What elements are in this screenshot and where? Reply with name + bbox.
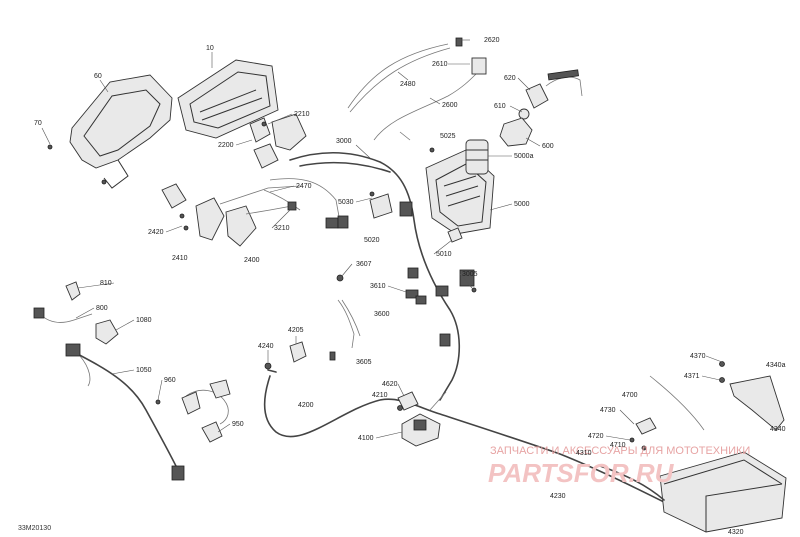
ecu-module-part [369,139,495,243]
part-label: 2470 [296,183,312,190]
part-labels: 10 60 70 2210 2200 2470 2420 2410 2400 3… [34,37,786,536]
part-label: 4310 [576,450,592,457]
part-label: 600 [542,143,554,150]
part-label: 60 [94,73,102,80]
part-label: 5010 [436,251,452,258]
solenoid-part [401,391,447,447]
part-label: 3600 [374,311,390,318]
part-label: 4200 [298,402,314,409]
part-label: 4620 [382,381,398,388]
harness-1050-part [65,343,185,481]
part-label: 4340 [770,426,786,433]
part-label: 4320 [728,529,744,536]
cluster-housing-part [47,74,173,189]
part-label: 4370 [690,353,706,360]
battery-cable-part [263,341,681,511]
part-label: 3610 [370,283,386,290]
part-label: 2620 [484,37,500,44]
part-label: 4720 [588,433,604,440]
part-label: 2200 [218,142,234,149]
part-label: 3005 [462,271,478,278]
part-label: 2480 [400,81,416,88]
part-label: 4240 [258,343,274,350]
part-label: 4730 [600,407,616,414]
part-label: 4210 [372,392,388,399]
watermark-tagline: ЗАПЧАСТИ И АКСЕССУАРЫ ДЛЯ МОТОТЕХНИКИ [490,445,750,457]
part-label: 4205 [288,327,304,334]
part-label: 5025 [440,133,456,140]
part-label: 3607 [356,261,372,268]
part-label: 2610 [432,61,448,68]
part-label: 2420 [148,229,164,236]
watermark-brand: PARTSFOR.RU [488,458,675,488]
harness-left-connectors [161,183,301,247]
part-label: 2400 [244,257,260,264]
part-label: 2600 [442,102,458,109]
part-label: 70 [34,120,42,127]
battery-bracket-part [629,361,785,451]
part-label: 950 [232,421,244,428]
part-label: 4371 [684,373,700,380]
part-label: 4100 [358,435,374,442]
antenna-cables-part [347,37,487,141]
gauge-display-part [177,59,279,139]
part-label: 3605 [356,359,372,366]
part-label: 800 [96,305,108,312]
main-harness-part [263,151,475,401]
part-label: 960 [164,377,176,384]
part-label: 4230 [550,493,566,500]
diagram-code: 33M20130 [18,525,51,532]
sensor-group-left [33,281,119,345]
part-label: 1080 [136,317,152,324]
part-label: 5000 [514,201,530,208]
part-label: 620 [504,75,516,82]
part-label: 2410 [172,255,188,262]
leader-lines [41,39,723,441]
relay-group-part [181,379,231,443]
part-label: 610 [494,103,506,110]
connector-group-top [249,113,307,169]
part-label: 810 [100,280,112,287]
part-label: 4710 [610,442,626,449]
part-label: 5020 [364,237,380,244]
mid-harness-wires [329,274,477,361]
part-label: 2210 [294,111,310,118]
part-label: 3210 [274,225,290,232]
part-label: 4340a [766,362,786,369]
part-label: 10 [206,45,214,52]
part-label: 5000a [514,153,534,160]
battery-part [599,451,787,533]
part-label: 1050 [136,367,152,374]
part-label: 4700 [622,392,638,399]
part-label: 5030 [338,199,354,206]
part-label: 3000 [336,138,352,145]
